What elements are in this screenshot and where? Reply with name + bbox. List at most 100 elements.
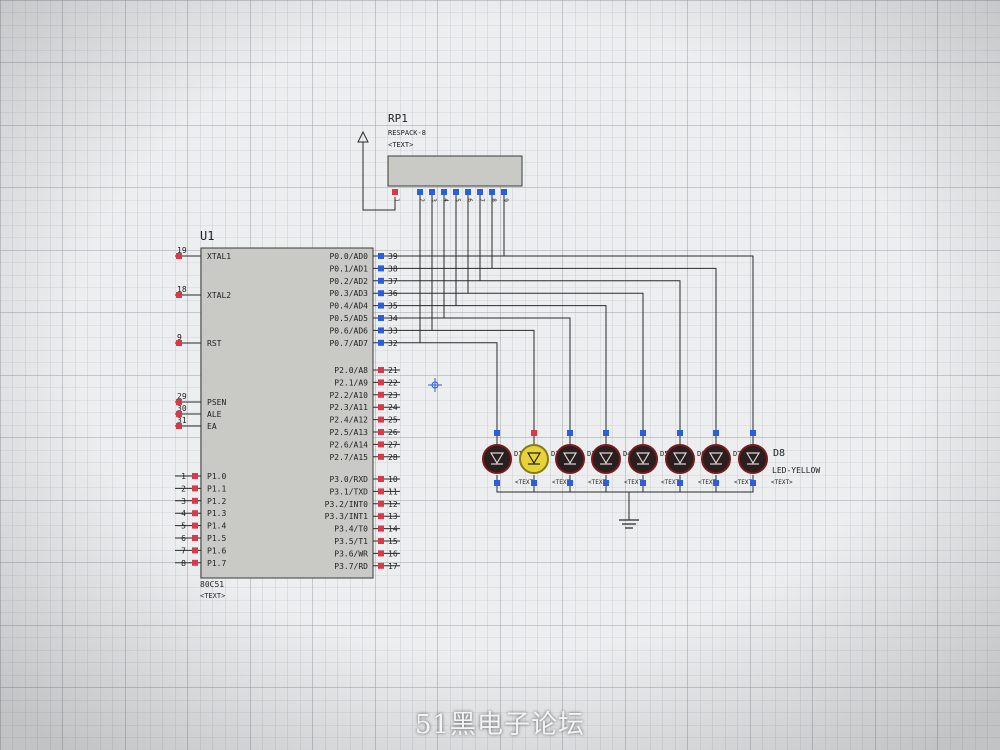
u1-pin-marker[interactable] [378,453,384,460]
u1-pin-number: 38 [388,264,398,273]
u1-pin-number: 37 [388,277,398,286]
u1-pin-marker[interactable] [192,473,198,479]
rp1-pin[interactable] [429,189,435,195]
led-cathode-pin[interactable] [713,480,719,486]
led-anode-pin[interactable] [603,430,609,436]
u1-pin-marker[interactable] [378,265,384,272]
led-body[interactable] [628,444,658,474]
rp1-pin-label: 5 [454,198,461,202]
rp1-pin-label: 7 [478,198,485,202]
led-cathode-pin[interactable] [603,480,609,486]
u1-pin-marker[interactable] [378,290,384,297]
u1-pin-marker[interactable] [378,562,384,569]
u1-pin-marker[interactable] [378,404,384,411]
led-anode-pin[interactable] [640,430,646,436]
u1-pin-number: 26 [388,428,398,437]
u1-pin-marker[interactable] [192,547,198,554]
led-anode-pin[interactable] [531,430,537,436]
u1-pin-marker[interactable] [378,327,384,334]
u1-pin-number: 35 [388,302,398,311]
led-cathode-pin[interactable] [750,480,756,486]
led-cathode-pin[interactable] [531,480,537,486]
led-cathode-pin[interactable] [494,480,500,486]
led-cathode-pin[interactable] [567,480,573,486]
led-body[interactable] [519,444,549,474]
led-body[interactable] [482,444,512,474]
u1-pin-label: P0.4/AD4 [329,302,368,311]
led-body[interactable] [665,444,695,474]
u1-pin-number: 14 [388,525,398,534]
led-body[interactable] [738,444,768,474]
u1-pin-number: 4 [181,509,186,518]
u1-pin-marker[interactable] [378,302,384,309]
rp1-pin[interactable] [417,189,423,195]
led-cathode-pin[interactable] [640,480,646,486]
u1-pin-marker[interactable] [378,429,384,435]
u1-pin-number: 6 [181,534,186,543]
u1-pin-marker[interactable] [378,277,384,284]
u1-pin-number: 31 [177,416,187,425]
u1-pin-label: PSEN [207,398,226,407]
u1-pin-marker[interactable] [192,510,198,517]
u1-pin-label: P3.1/TXD [329,487,368,496]
u1-pin-number: 11 [388,487,398,496]
u1-pin-label: P1.3 [207,509,226,518]
u1-pin-label: P2.4/A12 [329,416,368,425]
led-body[interactable] [555,444,585,474]
u1-pin-number: 18 [177,285,187,294]
u1-pin-marker[interactable] [378,441,384,448]
led-anode-pin[interactable] [494,430,500,436]
u1-pin-marker[interactable] [378,416,384,423]
u1-pin-number: 8 [181,559,186,568]
u1-pin-marker[interactable] [378,538,384,544]
u1-pin-number: 32 [388,339,398,348]
u1-pin-marker[interactable] [192,535,198,541]
rp1-pin-label: 2 [418,198,425,202]
u1-pin-marker[interactable] [378,525,384,532]
led-body[interactable] [701,444,731,474]
u1-pin-label: P2.2/A10 [329,391,368,400]
u1-pin-marker[interactable] [192,522,198,529]
u1-pin-label: P0.7/AD7 [329,339,368,348]
u1-pin-marker[interactable] [192,485,198,492]
u1-pin-marker[interactable] [378,476,384,482]
u1-pin-marker[interactable] [192,497,198,504]
u1-part: 80C51 [200,580,224,589]
u1-pin-marker[interactable] [378,500,384,507]
u1-pin-marker[interactable] [378,391,384,398]
led-cathode-pin[interactable] [677,480,683,486]
u1-pin-number: 10 [388,475,398,484]
u1-pin-label: P1.4 [207,522,226,531]
u1-pin-marker[interactable] [378,367,384,373]
led-anode-pin[interactable] [567,430,573,436]
led-anode-pin[interactable] [713,430,719,436]
u1-pin-number: 9 [177,333,182,342]
u1-pin-marker[interactable] [378,339,384,346]
u1-pin-label: P3.4/T0 [334,525,368,534]
u1-pin-marker[interactable] [378,513,384,520]
rp1-body[interactable] [387,155,523,187]
rp1-pin[interactable] [489,189,495,195]
rp1-pin[interactable] [465,189,471,195]
led-reference: D8 [773,448,785,459]
u1-component[interactable]: U1 80C51 <TEXT> 19XTAL118XTAL29RST29PSEN… [175,229,400,600]
rp1-pin[interactable] [392,189,398,195]
u1-pin-marker[interactable] [378,315,384,321]
rp1-pin[interactable] [477,189,483,195]
led-body[interactable] [591,444,621,474]
led-anode-pin[interactable] [750,430,756,436]
u1-pin-label: P0.1/AD1 [329,264,368,273]
rp1-pin[interactable] [453,189,459,195]
u1-pin-label: P1.2 [207,497,226,506]
u1-pin-label: P1.7 [207,559,226,568]
u1-pin-marker[interactable] [378,488,384,495]
u1-pin-marker[interactable] [192,559,198,566]
led-anode-pin[interactable] [677,430,683,436]
u1-pin-marker[interactable] [378,550,384,557]
rp1-pin[interactable] [441,189,447,195]
u1-pin-marker[interactable] [378,253,384,259]
u1-pin-marker[interactable] [378,379,384,386]
u1-pin-number: 34 [388,314,398,323]
rp1-pin[interactable] [501,189,507,195]
